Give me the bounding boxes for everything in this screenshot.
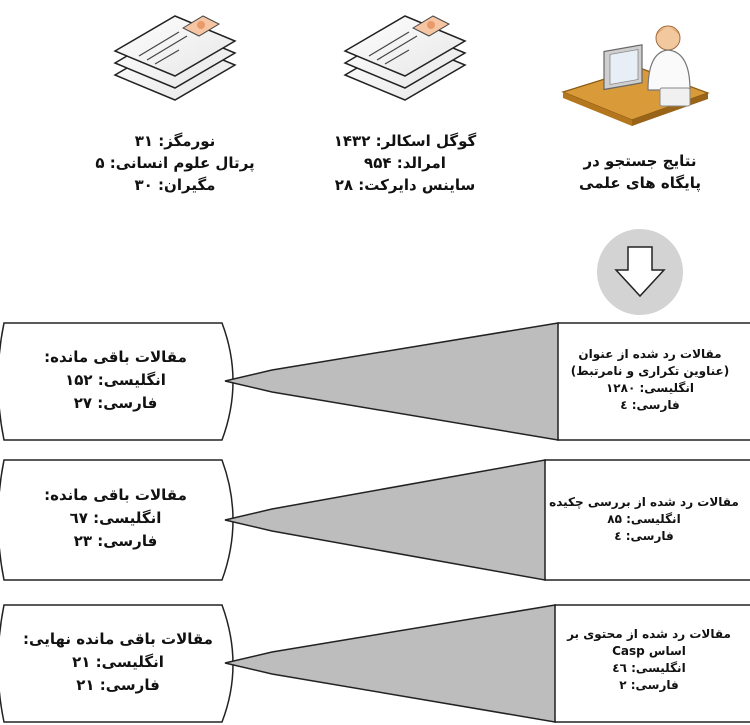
remaining-line: انگلیسی: ٦۷ (69, 509, 162, 527)
source-count: امرالد: ۹۵۴ (364, 154, 446, 172)
source-group-1: گوگل اسکالر: ۱۴۳۲ امرالد: ۹۵۴ ساینس دایر… (290, 130, 520, 196)
rejected-line: (عناوین تکراری و نامرتبط) (570, 364, 730, 378)
remaining-text-2: مقالات باقی مانده: انگلیسی: ٦۷ فارسی: ۲۳ (8, 484, 223, 553)
source-count: نورمگز: ۳۱ (134, 132, 216, 150)
computer-user-icon (561, 25, 710, 126)
down-arrow-icon (597, 229, 683, 315)
stage-1-flow (0, 322, 750, 441)
source-count: گوگل اسکالر: ۱۴۳۲ (333, 132, 477, 150)
remaining-line: مقالات باقی مانده نهایی: (23, 630, 213, 648)
remaining-line: فارسی: ۲۱ (76, 676, 160, 694)
rejected-line: مقالات رد شده از بررسی چکیده (549, 495, 739, 509)
remaining-line: فارسی: ۲۳ (73, 532, 158, 550)
heading-line: پایگاه های علمی (579, 174, 701, 192)
rejected-line: انگلیسی: ۸۵ (607, 512, 681, 526)
remaining-line: انگلیسی: ۱۵۲ (65, 371, 166, 389)
rejected-line: فارسی: ۲ (619, 678, 679, 692)
stage-3-flow (0, 604, 750, 723)
stage-2-flow (0, 459, 750, 581)
remaining-box-1 (0, 322, 234, 441)
remaining-line: مقالات باقی مانده: (44, 348, 187, 366)
remaining-line: مقالات باقی مانده: (44, 486, 187, 504)
source-count: مگیران: ۳۰ (134, 176, 216, 194)
rejected-text-3: مقالات رد شده از محتوی بر اساس Casp انگل… (550, 626, 748, 694)
remaining-box-2 (0, 459, 234, 581)
arrow-1 (224, 322, 559, 441)
remaining-text-1: مقالات باقی مانده: انگلیسی: ۱۵۲ فارسی: ۲… (8, 346, 223, 415)
rejected-text-1: مقالات رد شده از عنوان (عناوین تکراری و … (552, 346, 748, 414)
arrow-2 (224, 459, 546, 581)
rejected-line: مقالات رد شده از عنوان (578, 347, 722, 361)
heading-line: نتایج جستجو در (583, 152, 697, 170)
rejected-line: اساس Casp (612, 644, 686, 658)
document-stack-icon (113, 15, 237, 101)
search-results-heading: نتایج جستجو در پایگاه های علمی (545, 150, 735, 194)
document-stack-icon (343, 15, 467, 101)
rejected-line: انگلیسی: ۱۲۸۰ (605, 381, 695, 395)
rejected-line: فارسی: ٤ (614, 529, 674, 543)
rejected-line: فارسی: ٤ (620, 398, 680, 412)
source-count: ساینس دایرکت: ۲۸ (334, 176, 476, 194)
rejected-line: مقالات رد شده از محتوی بر (567, 627, 731, 641)
remaining-line: فارسی: ۲۷ (73, 394, 158, 412)
rejected-text-2: مقالات رد شده از بررسی چکیده انگلیسی: ۸۵… (540, 494, 748, 545)
source-count: پرتال علوم انسانی: ۵ (95, 154, 255, 172)
remaining-text-3: مقالات باقی مانده نهایی: انگلیسی: ۲۱ فار… (8, 628, 228, 697)
remaining-box-3 (0, 604, 234, 723)
arrow-3 (224, 604, 556, 723)
remaining-line: انگلیسی: ۲۱ (72, 653, 164, 671)
source-group-2: نورمگز: ۳۱ پرتال علوم انسانی: ۵ مگیران: … (60, 130, 290, 196)
rejected-line: انگلیسی: ٤٦ (612, 661, 686, 675)
